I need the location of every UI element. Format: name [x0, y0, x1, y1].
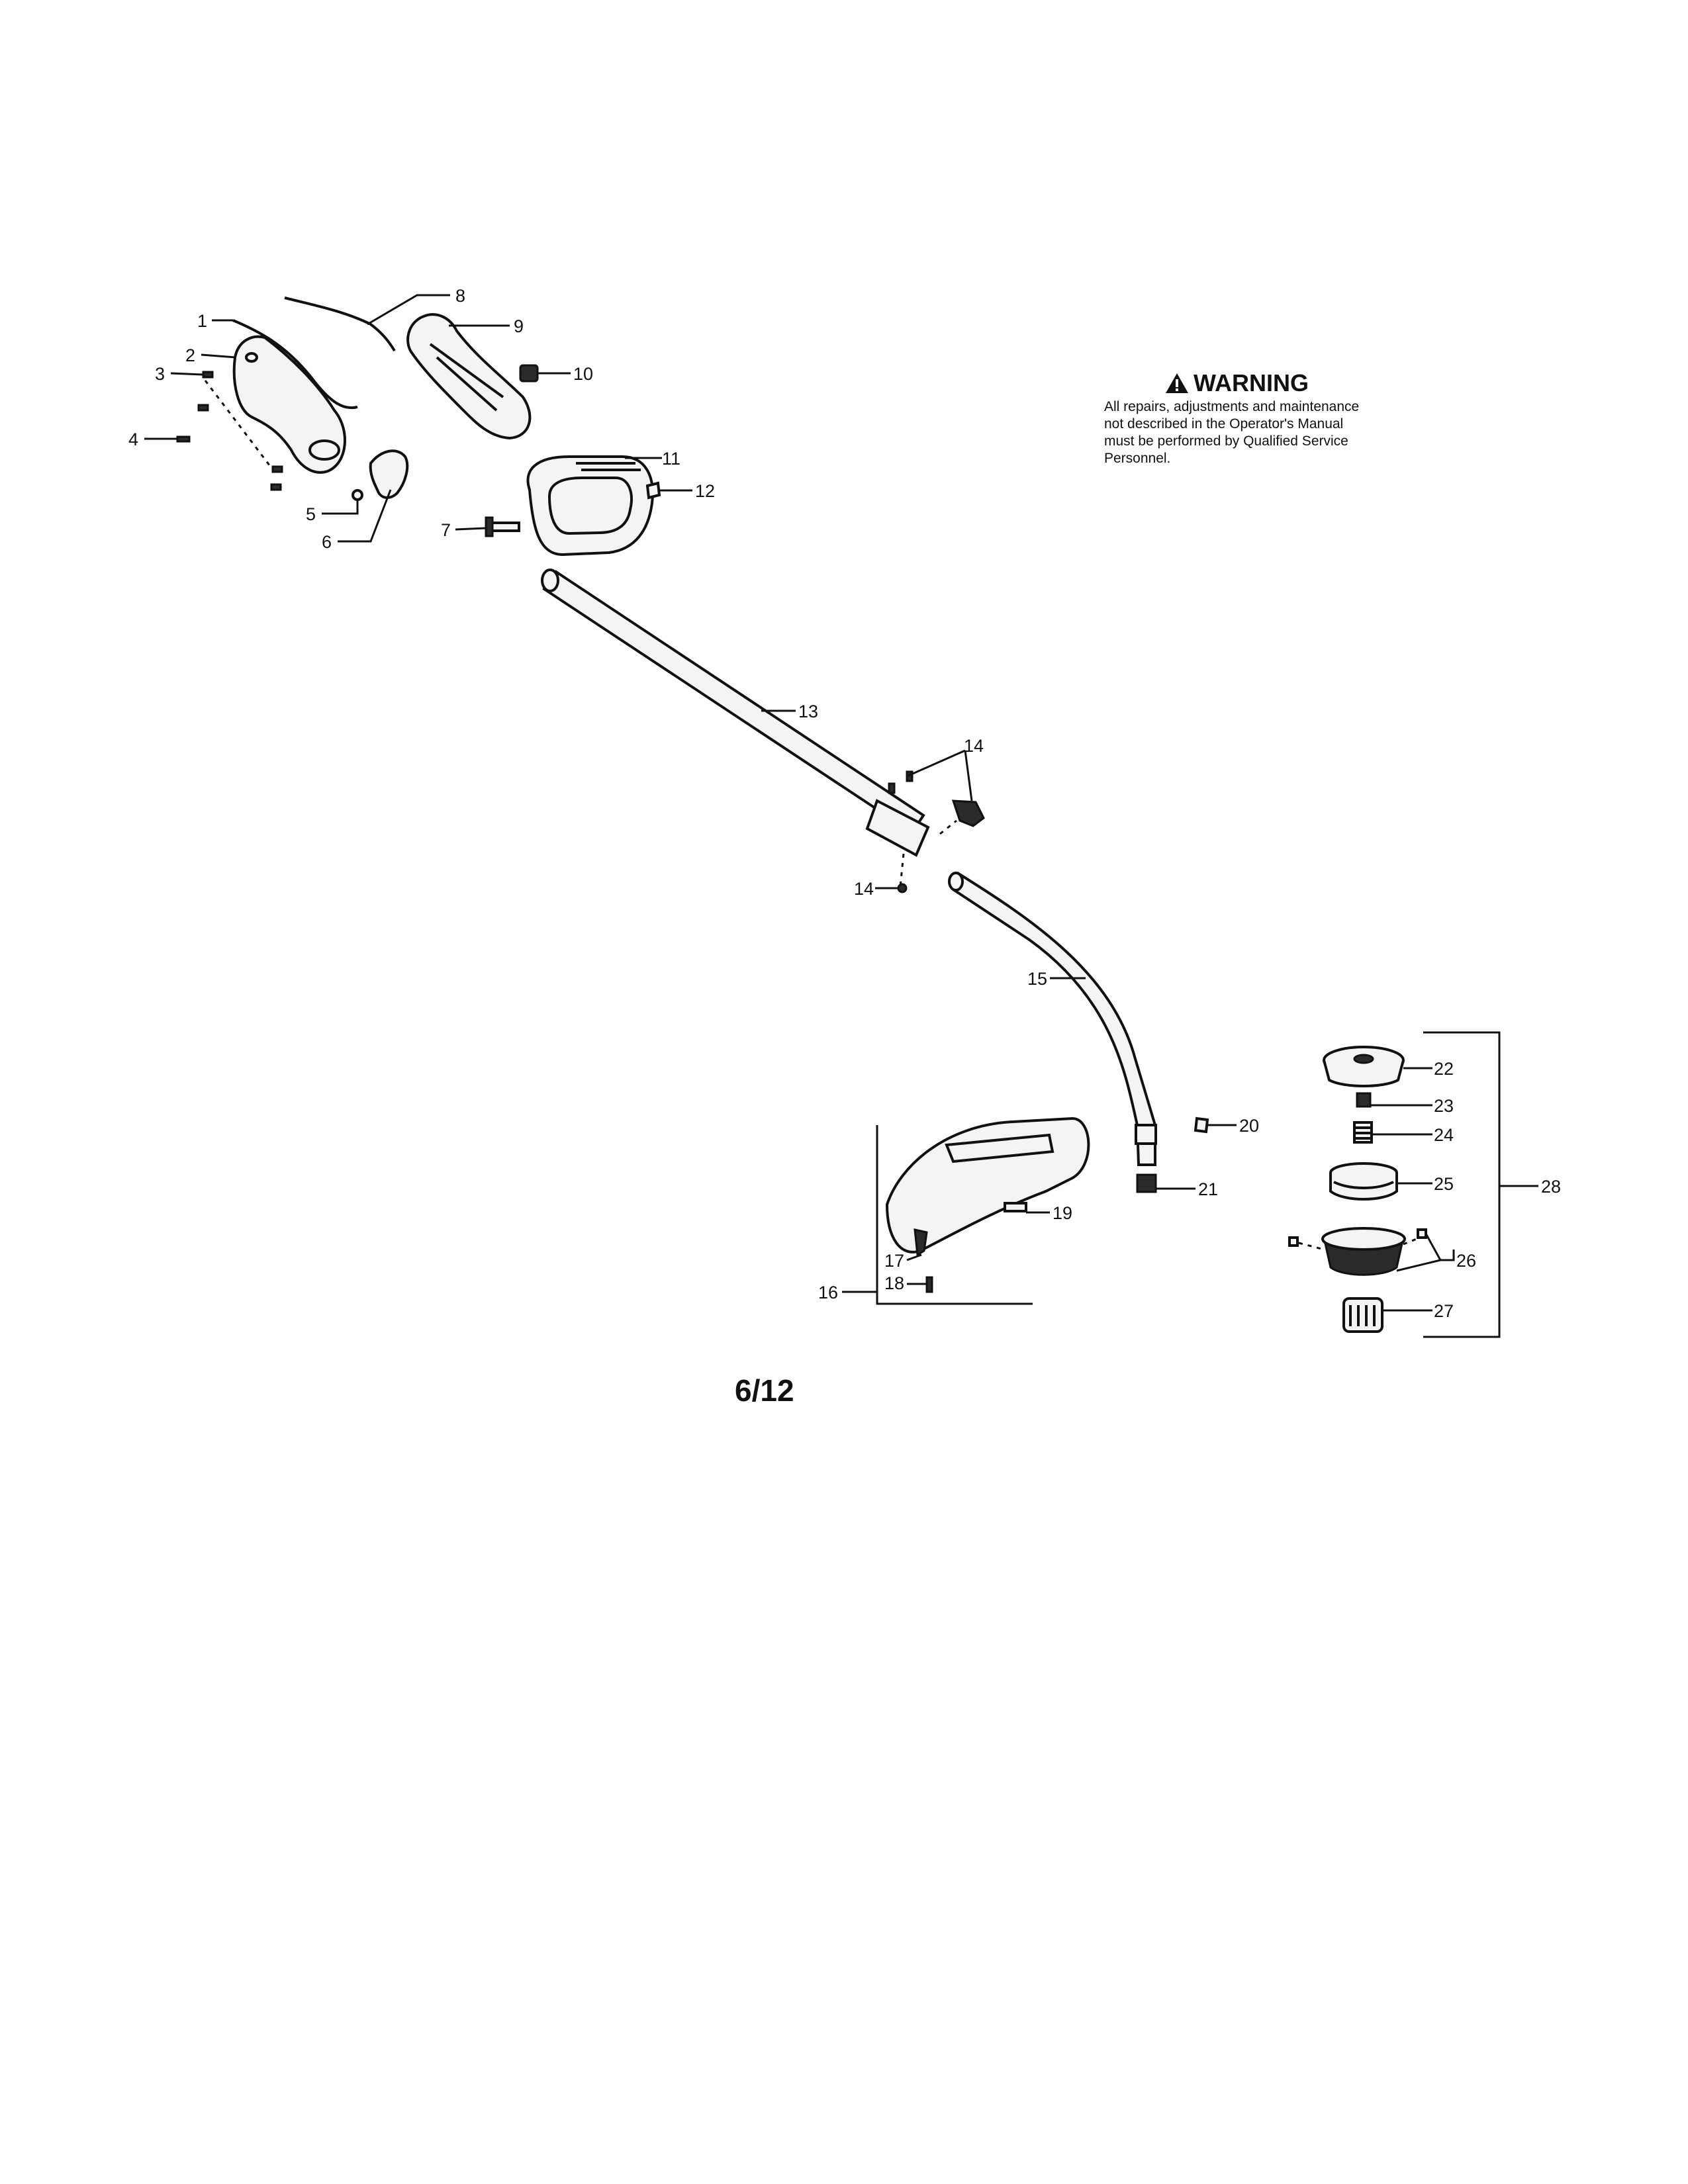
callout-22: 22 [1434, 1059, 1454, 1079]
part-11-assist-handle [526, 455, 654, 557]
callout-25: 25 [1434, 1174, 1454, 1194]
page-number: 6/12 [735, 1373, 794, 1408]
part-25-spool-body [1329, 1173, 1398, 1201]
callout-1: 1 [197, 311, 207, 331]
part-10-switch [519, 364, 539, 383]
part-14-screw [906, 770, 914, 782]
part-26-housing-rim [1321, 1227, 1406, 1251]
callout-4: 4 [128, 430, 138, 449]
part-22-hub-body [1323, 1060, 1405, 1087]
callout-3: 3 [155, 364, 165, 384]
callout-12: 12 [695, 481, 715, 501]
part-9-handle-half [406, 313, 532, 440]
warning-triangle-icon [1166, 373, 1188, 393]
part-9-handle-ribs [429, 343, 504, 412]
callout-24: 24 [1434, 1125, 1454, 1145]
part-21-drive-shaft [1136, 1173, 1157, 1193]
part-3-alignment-line [204, 380, 279, 477]
part-14-coupler-housing [865, 799, 930, 857]
callout-27: 27 [1434, 1301, 1454, 1321]
part-3-screw [202, 371, 214, 379]
part-23-shaft [1356, 1092, 1372, 1108]
leader-14a [908, 749, 973, 801]
part-15-shaft-end [948, 872, 964, 891]
part-13-upper-shaft [542, 570, 925, 835]
leader-6 [338, 489, 392, 543]
part-7-bolt-head [485, 516, 494, 537]
part-20-nut [1194, 1116, 1209, 1134]
part-2-housing-hole [245, 352, 258, 363]
leader-2 [201, 353, 236, 359]
callout-7: 7 [441, 520, 451, 540]
part-26-eyelet [1417, 1228, 1427, 1239]
callout-5: 5 [306, 504, 316, 524]
part-6-throttle-trigger [369, 449, 409, 499]
part-5-spring [352, 489, 363, 501]
part-16-bracket-line [876, 1125, 1033, 1305]
callout-11: 11 [662, 449, 680, 469]
part-2-handle-housing [232, 335, 346, 474]
part-19-bolt [1004, 1202, 1027, 1212]
callout-14-bottom: 14 [854, 879, 874, 899]
callout-20: 20 [1239, 1116, 1259, 1136]
callout-14-top: 14 [964, 736, 984, 756]
warning-notice: WARNING All repairs, adjustments and mai… [1104, 371, 1369, 467]
leader-17 [906, 1253, 922, 1261]
callout-6: 6 [322, 532, 332, 552]
part-24-spring-coils [1354, 1126, 1372, 1140]
part-26-alignment-line [1298, 1235, 1424, 1251]
leader-7 [455, 527, 487, 531]
part-4-screw [176, 435, 191, 443]
part-28-bracket [1423, 1031, 1501, 1338]
part-22-hub-center [1353, 1054, 1374, 1064]
callout-19: 19 [1053, 1203, 1072, 1223]
part-14-screw [888, 782, 896, 794]
part-17-line-cutter [914, 1228, 928, 1257]
warning-title: WARNING [1194, 369, 1309, 396]
part-7-bolt [489, 522, 520, 532]
callout-21: 21 [1198, 1179, 1218, 1199]
leader-5 [322, 499, 359, 515]
part-3-screw [271, 465, 283, 473]
callout-9: 9 [514, 316, 524, 336]
part-11-grip-texture [576, 462, 641, 471]
part-3-screw [270, 483, 282, 491]
part-1-wire [232, 319, 358, 410]
leader-26 [1396, 1233, 1455, 1272]
callout-23: 23 [1434, 1096, 1454, 1116]
callout-10: 10 [573, 364, 593, 384]
leader-8 [367, 294, 450, 326]
part-27-knob-ridges [1349, 1305, 1376, 1326]
part-15-shaft-collar [1135, 1124, 1157, 1145]
part-14-knob [951, 799, 985, 827]
callout-8: 8 [455, 286, 465, 306]
part-8-throttle-cable [284, 296, 396, 352]
part-3-screw [197, 404, 209, 412]
callout-17: 17 [884, 1251, 904, 1271]
part-14-alignment-line [899, 819, 957, 887]
part-25-spool-line [1333, 1181, 1394, 1189]
part-11-handle-inner [547, 477, 633, 535]
callout-28: 28 [1541, 1177, 1561, 1197]
warning-heading: WARNING [1104, 371, 1369, 396]
part-16-shield-rib [945, 1133, 1055, 1163]
leader-3 [170, 372, 203, 376]
warning-text: All repairs, adjustments and maintenance… [1104, 399, 1360, 466]
part-2-housing-hole [308, 439, 340, 461]
part-26-eyelet [1288, 1236, 1299, 1247]
callout-15: 15 [1027, 969, 1047, 989]
part-14-nut [897, 883, 908, 893]
callout-26: 26 [1456, 1251, 1476, 1271]
part-15-lower-shaft [951, 871, 1156, 1166]
callout-18: 18 [884, 1273, 904, 1293]
part-12-wing-nut [645, 481, 661, 500]
callout-2: 2 [185, 345, 195, 365]
part-13-shaft-end [541, 569, 559, 592]
callout-16: 16 [818, 1283, 838, 1302]
callout-13: 13 [798, 702, 818, 721]
part-27-bump-knob [1342, 1297, 1383, 1333]
part-18-screw [925, 1276, 933, 1293]
